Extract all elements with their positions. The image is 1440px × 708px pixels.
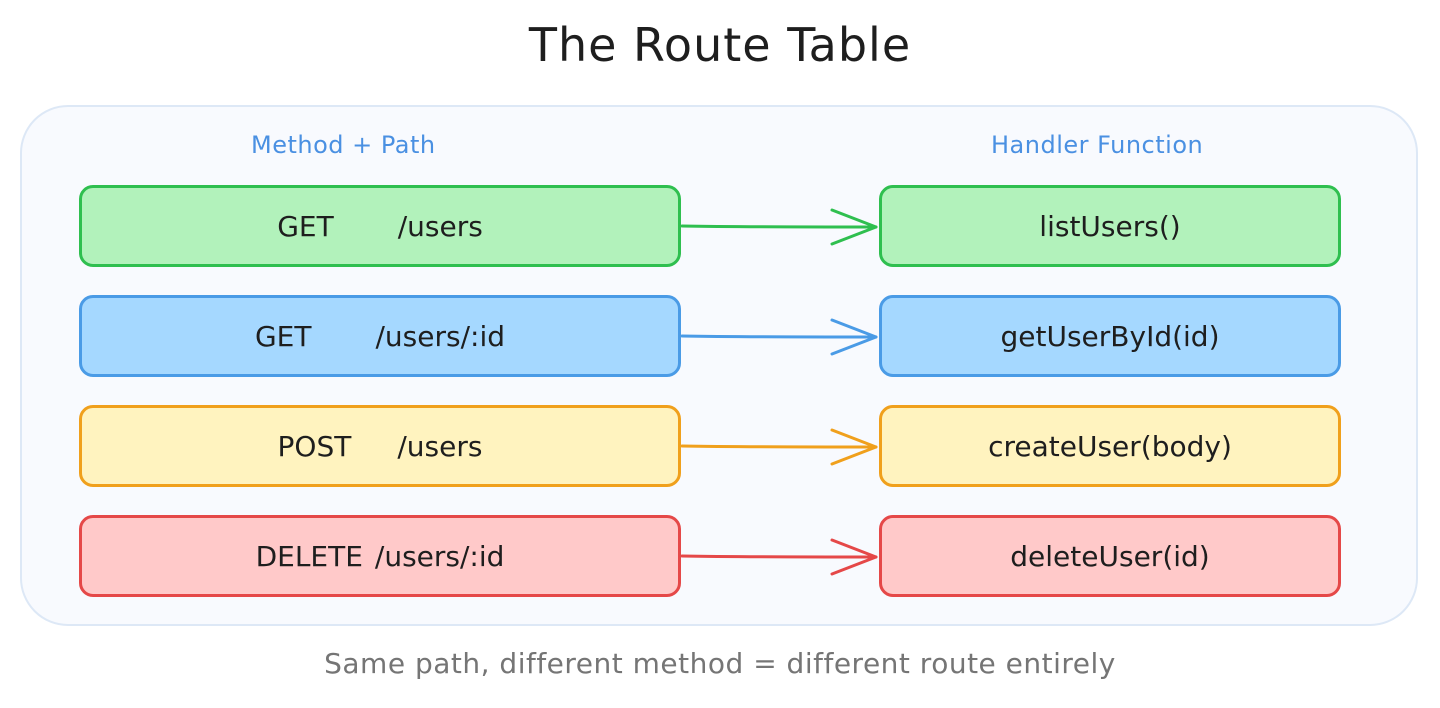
route-path: /users/:id	[375, 319, 505, 353]
route-method: POST	[277, 429, 352, 463]
handler-function-header: Handler Function	[991, 131, 1204, 159]
route-box-get-users: GET /users	[79, 185, 681, 267]
handler-box-list-users: listUsers()	[879, 185, 1341, 267]
route-method: DELETE	[255, 539, 363, 573]
route-box-post-users: POST /users	[79, 405, 681, 487]
route-method: GET	[254, 319, 312, 353]
route-box-delete-user: DELETE /users/:id	[79, 515, 681, 597]
diagram-title: The Route Table	[528, 18, 912, 72]
route-path: /users/:id	[374, 539, 505, 573]
route-path: /users	[397, 209, 483, 243]
handler-name: listUsers()	[1039, 209, 1181, 243]
route-path: /users	[397, 429, 483, 463]
handler-name: deleteUser(id)	[1010, 539, 1210, 573]
route-method: GET	[277, 209, 334, 243]
route-box-get-user-by-id: GET /users/:id	[79, 295, 681, 377]
handler-box-delete-user: deleteUser(id)	[879, 515, 1341, 597]
handler-name: createUser(body)	[988, 429, 1232, 463]
handler-box-get-user-by-id: getUserById(id)	[879, 295, 1341, 377]
handler-box-create-user: createUser(body)	[879, 405, 1341, 487]
diagram-caption: Same path, different method = different …	[324, 647, 1116, 680]
method-path-header: Method + Path	[251, 131, 436, 159]
handler-name: getUserById(id)	[1000, 319, 1220, 353]
